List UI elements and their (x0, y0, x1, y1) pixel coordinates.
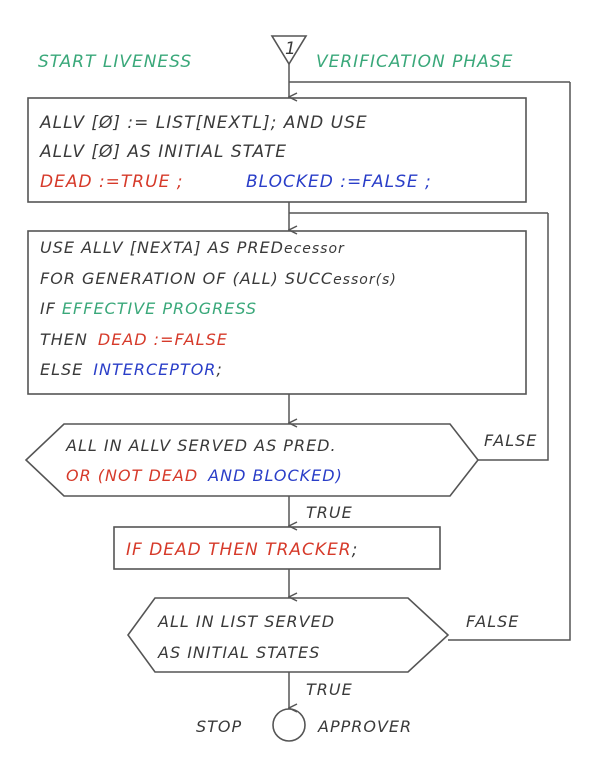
init-dead-assign: DEAD :=TRUE ; (40, 172, 183, 192)
tracker-text: IF DEAD THEN TRACKER; (126, 540, 358, 560)
stop-label: STOP (196, 717, 242, 736)
decision2-true-label: TRUE (306, 680, 353, 699)
process-line1: USE ALLV [NEXTA] AS PREDecessor (40, 238, 345, 257)
decision1-true-label: TRUE (306, 503, 353, 522)
process-box (27, 230, 527, 395)
header-right-label: VERIFICATION PHASE (316, 52, 513, 72)
tracker-box (113, 526, 441, 570)
decision2-line2: AS INITIAL STATES (157, 643, 320, 662)
approver-label: APPROVER (317, 717, 412, 736)
decision1-false-label: FALSE (484, 431, 537, 450)
header-left-label: START LIVENESS (38, 52, 192, 72)
decision1-hexagon (24, 423, 480, 497)
decision2-false-loop (448, 82, 571, 641)
decision2-hexagon (127, 597, 450, 673)
decision2-false-label: FALSE (466, 612, 519, 631)
decision1-false-loop (478, 213, 549, 461)
init-box (27, 97, 527, 203)
stop-terminal (272, 708, 306, 742)
init-line1: ALLV [Ø] := LIST[NEXTL]; AND USE (39, 113, 368, 133)
init-line2: ALLV [Ø] AS INITIAL STATE (39, 142, 287, 162)
connector-1: 1 (270, 35, 308, 66)
decision2-line1: ALL IN LIST SERVED (157, 612, 335, 631)
decision1-line1: ALL IN ALLV SERVED AS PRED. (65, 436, 337, 455)
connector-label: 1 (285, 39, 297, 59)
init-blocked-assign: BLOCKED :=FALSE ; (246, 172, 432, 192)
process-line2: FOR GENERATION OF (ALL) SUCCessor(s) (40, 269, 397, 288)
